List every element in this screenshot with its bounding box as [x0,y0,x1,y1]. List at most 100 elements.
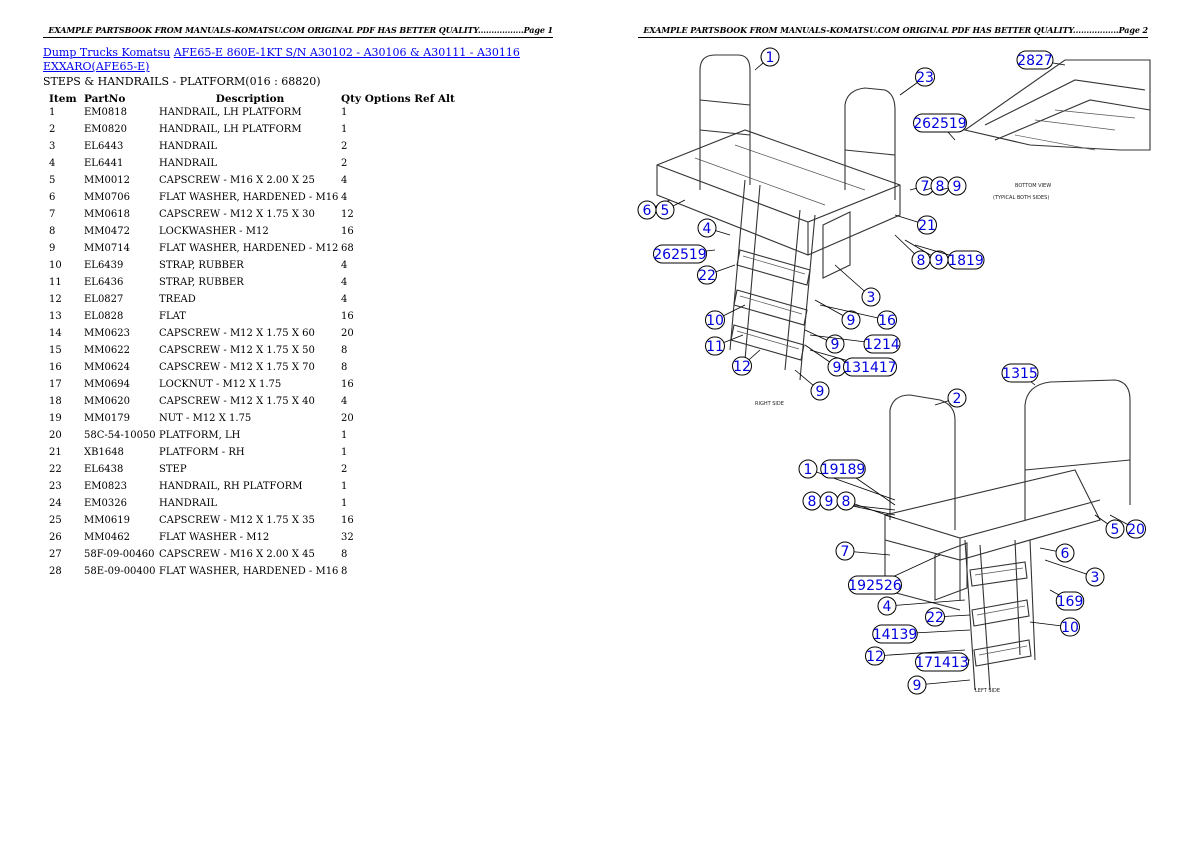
callout-circle [1055,543,1075,563]
col-qty-options: Qty Options Ref Alt [341,93,455,105]
callout-number: 6 [1061,546,1070,562]
callout-circle [861,287,881,307]
callout-42: 169 [1049,589,1085,611]
link-exxaro[interactable]: EXXARO(AFE65-E) [43,60,150,73]
callout-17: 3 [834,264,881,307]
callout-circle [798,459,818,479]
callout-5: 7 [909,176,935,196]
cell-partno: MM0618 [84,209,130,220]
callout-circle [810,381,830,401]
callout-18: 10 [705,304,746,330]
callout-number: 10 [1061,620,1079,636]
callout-number: 2827 [1017,53,1053,69]
callout-circle [863,334,901,354]
left-side-drawing: LEFT SIDE [884,379,1131,694]
callout-circle [705,310,725,330]
callout-circle [697,265,717,285]
cell-item: 17 [49,379,62,390]
callout-circle [947,250,985,270]
callout-number: 171413 [915,655,968,671]
callout-number: 5 [661,203,670,219]
cell-partno: EL6438 [84,464,124,475]
link-model[interactable]: AFE65-E 860E-1KT S/N A30102 - A30106 & A… [173,46,520,59]
callout-26: 131417 [809,349,897,377]
callout-46: 12 [865,646,966,666]
cell-qty: 8 [341,549,348,560]
link-dump-trucks[interactable]: Dump Trucks Komatsu [43,46,171,59]
callout-number: 2 [953,391,962,407]
cell-description: CAPSCREW - M12 X 1.75 X 35 [159,515,315,526]
callout-33: 9 [819,491,896,516]
callout-number: 9 [953,179,962,195]
cell-description: LOCKNUT - M12 X 1.75 [159,379,282,390]
cell-partno: 58C-54-10050 [84,430,156,441]
page-title: STEPS & HANDRAILS - PLATFORM(016 : 68820… [43,75,321,88]
cell-qty: 1 [341,447,348,458]
callout-number: 4 [703,221,712,237]
callout-number: 1214 [864,337,900,353]
callout-circle [877,596,897,616]
cell-item: 2 [49,124,56,135]
callout-number: 4 [883,599,892,615]
callout-29: 2 [934,388,967,408]
callout-circle [820,459,866,479]
callout-41: 4 [877,596,966,616]
cell-description: HANDRAIL, LH PLATFORM [159,124,302,135]
callout-16: 1819 [914,244,985,270]
cell-item: 26 [49,532,62,543]
cell-description: PLATFORM - RH [159,447,245,458]
cell-qty: 1 [341,498,348,509]
callout-number: 3 [867,290,876,306]
leader-line [819,304,888,321]
cell-qty: 68 [341,243,354,254]
callout-number: 21 [918,218,936,234]
callout-number: 8 [917,253,926,269]
callout-36: 20 [1109,514,1146,539]
cell-item: 19 [49,413,62,424]
cell-item: 14 [49,328,62,339]
callout-number: 169 [1057,594,1084,610]
callout-number: 20 [1127,522,1145,538]
cell-description: HANDRAIL [159,498,218,509]
cell-qty: 2 [341,141,348,152]
cell-item: 4 [49,158,56,169]
cell-item: 27 [49,549,62,560]
cell-item: 12 [49,294,62,305]
cell-item: 23 [49,481,62,492]
callout-circle [843,357,897,377]
cell-description: STRAP, RUBBER [159,277,244,288]
cell-item: 8 [49,226,56,237]
callout-number: 1315 [1002,366,1038,382]
cell-description: CAPSCREW - M12 X 1.75 X 40 [159,396,315,407]
callout-19: 9 [814,299,861,330]
callout-number: 8 [808,494,817,510]
cell-description: CAPSCREW - M16 X 2.00 X 25 [159,175,315,186]
callout-circle [913,113,967,133]
callout-23: 1214 [809,334,901,354]
callout-number: 1819 [948,253,984,269]
cell-description: HANDRAIL [159,141,218,152]
cell-qty: 8 [341,362,348,373]
cell-description: HANDRAIL, RH PLATFORM [159,481,303,492]
callout-39: 3 [1044,559,1105,587]
cell-qty: 16 [341,515,354,526]
exploded-parts-diagram: RIGHT SIDE BOTTOM VIEW (TYPICAL BOTH SID… [637,47,1151,695]
callout-number: 12 [733,359,751,375]
cell-qty: 1 [341,107,348,118]
callout-20: 16 [819,304,897,330]
cell-item: 5 [49,175,56,186]
cell-description: CAPSCREW - M12 X 1.75 X 60 [159,328,315,339]
cell-description: FLAT [159,311,186,322]
callout-number: 9 [847,313,856,329]
callout-number: 9 [831,337,840,353]
cell-qty: 1 [341,481,348,492]
cell-partno: MM0624 [84,362,130,373]
cell-qty: 20 [341,328,354,339]
callout-circle [835,541,855,561]
